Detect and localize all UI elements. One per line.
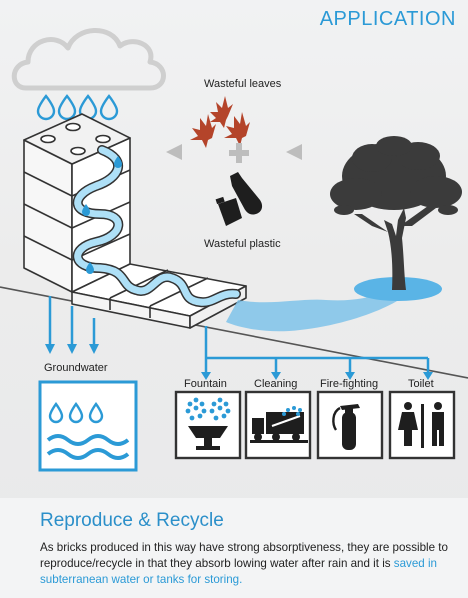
plastic-bottles-icon — [215, 172, 263, 226]
firefighting-box — [316, 390, 384, 460]
page-title: APPLICATION — [319, 8, 456, 30]
footer-body-highlight: saved in subterranean water or tanks for… — [40, 557, 437, 586]
water-drops-icon — [48, 401, 104, 424]
footer-panel: Reproduce & Recycle As bricks produced i… — [0, 498, 468, 598]
firefighting-label: Fire-fighting — [320, 378, 379, 390]
groundwater-arrows — [45, 296, 99, 354]
water-channel — [72, 145, 241, 308]
fire-extinguisher-icon — [332, 404, 360, 450]
waves-icon — [46, 434, 130, 460]
groundwater-label: Groundwater — [44, 362, 108, 374]
arrow-left-icon — [166, 144, 182, 160]
water-flow — [226, 288, 408, 332]
cleaning-box — [244, 390, 312, 460]
cleaning-truck-icon — [250, 412, 308, 443]
footer-heading: Reproduce & Recycle — [40, 510, 224, 531]
leaves-label: Wasteful leaves — [204, 78, 282, 90]
tree-icon — [330, 136, 462, 290]
toilet-box — [388, 390, 456, 460]
fountain-label: Fountain — [184, 378, 227, 390]
toilet-label: Toilet — [408, 378, 434, 390]
footer-body: As bricks produced in this way have stro… — [40, 540, 460, 588]
groundwater-tank — [38, 380, 138, 472]
leaves-icon — [190, 96, 250, 148]
distribution-pipes — [201, 326, 433, 380]
fountain-icon — [188, 426, 228, 450]
cloud-icon — [11, 28, 166, 91]
fountain-box — [174, 390, 242, 460]
arrow-left-icon — [286, 144, 302, 160]
cleaning-label: Cleaning — [254, 378, 298, 390]
plastic-label: Wasteful plastic — [204, 238, 281, 250]
plus-icon — [229, 143, 249, 163]
restroom-icon — [398, 402, 444, 448]
footer-body-text: As bricks produced in this way have stro… — [40, 541, 448, 570]
